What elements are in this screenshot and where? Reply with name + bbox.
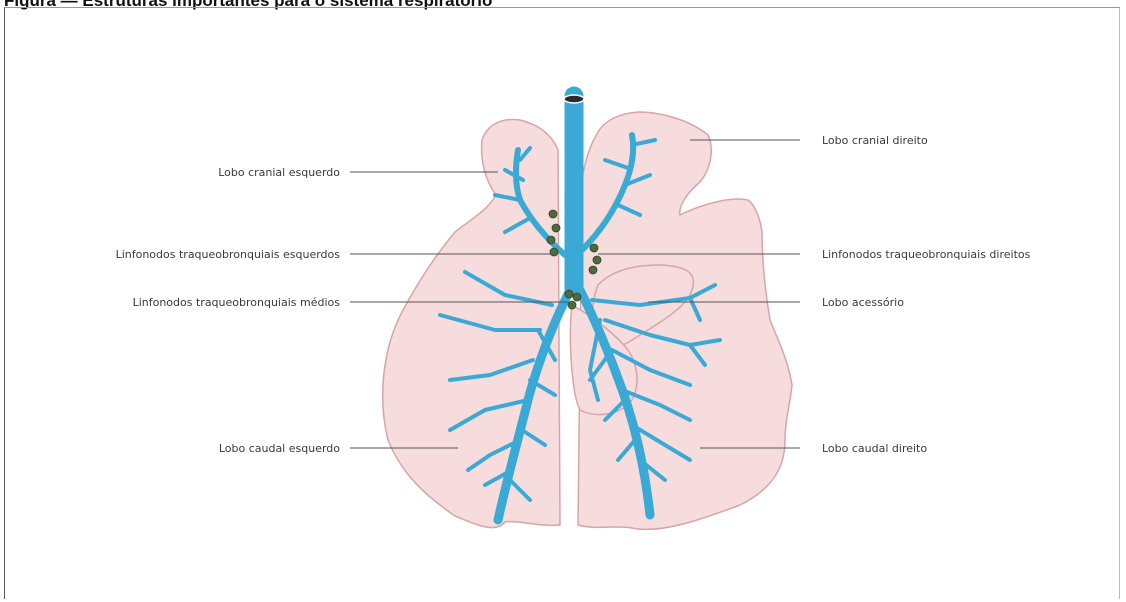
label-tb-right: Linfonodos traqueobronquiais direitos (822, 248, 1031, 261)
trachea-lumen (564, 95, 584, 103)
node-middle-1 (565, 290, 573, 298)
node-left-2 (552, 224, 560, 232)
label-cranial-left: Lobo cranial esquerdo (218, 166, 340, 179)
node-left-1 (549, 210, 557, 218)
node-left-3 (547, 236, 555, 244)
node-right-3 (589, 266, 597, 274)
label-tb-middle: Linfonodos traqueobronquiais médios (133, 296, 341, 309)
node-middle-3 (568, 301, 576, 309)
label-caudal-right: Lobo caudal direito (822, 442, 927, 455)
node-middle-2 (573, 293, 581, 301)
node-right-1 (590, 244, 598, 252)
node-right-2 (593, 256, 601, 264)
label-accessory: Lobo acessório (822, 296, 904, 309)
node-left-4 (550, 248, 558, 256)
lungs (383, 112, 792, 529)
label-cranial-right: Lobo cranial direito (822, 134, 928, 147)
label-caudal-left: Lobo caudal esquerdo (219, 442, 340, 455)
label-tb-left: Linfonodos traqueobronquiais esquerdos (116, 248, 341, 261)
